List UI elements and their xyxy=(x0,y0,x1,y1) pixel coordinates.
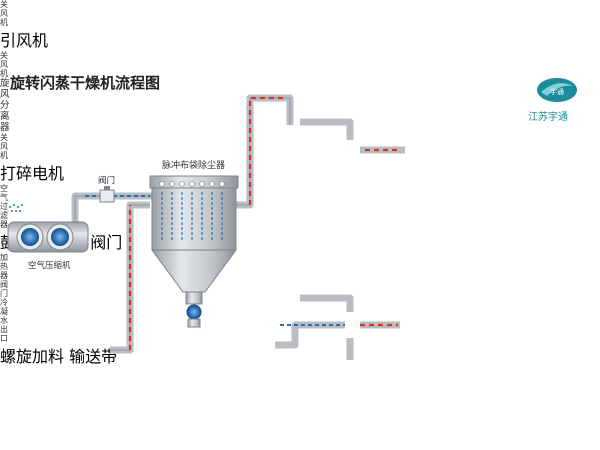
label-condensate: 冷凝水出口 xyxy=(0,298,8,343)
page-title: 旋转闪蒸干燥机流程图 xyxy=(10,74,161,92)
airlock-left[interactable] xyxy=(186,304,202,328)
label-cyclone: 旋风分离器 xyxy=(0,78,10,133)
pipe-cyclone-link xyxy=(300,118,354,140)
label-air-filter: 空气过滤器 xyxy=(0,184,8,229)
air-flow-lines xyxy=(85,195,345,326)
pipe-blower-heater xyxy=(275,321,345,349)
label-valve-left: 阀门 xyxy=(98,175,115,186)
label-induced-fan: 引风机 xyxy=(0,31,49,50)
valve-left[interactable] xyxy=(99,186,115,203)
label-airlock-right: 关风机 xyxy=(0,133,8,160)
brand-logo-icon: 宇通 xyxy=(537,78,577,102)
brand-name: 江苏宇通 xyxy=(528,112,568,123)
pipe-steam xyxy=(300,294,354,312)
bag-filter xyxy=(149,175,239,305)
label-valve-lower: 阀门 xyxy=(0,280,8,298)
label-heater: 加热器 xyxy=(0,253,8,280)
label-screw-feeder: 螺旋加料 xyxy=(0,347,65,366)
label-breaker-motor: 打碎电机 xyxy=(0,164,65,183)
label-valve-mid: 阀门 xyxy=(90,233,123,252)
label-airlock-left: 关风机 xyxy=(0,0,8,27)
label-compressor: 空气压缩机 xyxy=(28,260,71,271)
hot-flow-lines xyxy=(128,96,400,350)
label-conveyor: 输送带 xyxy=(69,347,118,366)
pipe-filter-to-cyclone xyxy=(235,94,294,209)
air-compressor xyxy=(7,204,89,253)
logo-text: 宇通 xyxy=(550,87,564,96)
water-drop-icon: 螺旋加料 输送带 const data = JSON.parse(documen… xyxy=(0,347,117,366)
label-airlock-mid: 关风机 xyxy=(0,51,8,78)
pipes xyxy=(71,94,405,360)
label-bag-filter: 脉冲布袋除尘器 xyxy=(162,159,225,171)
